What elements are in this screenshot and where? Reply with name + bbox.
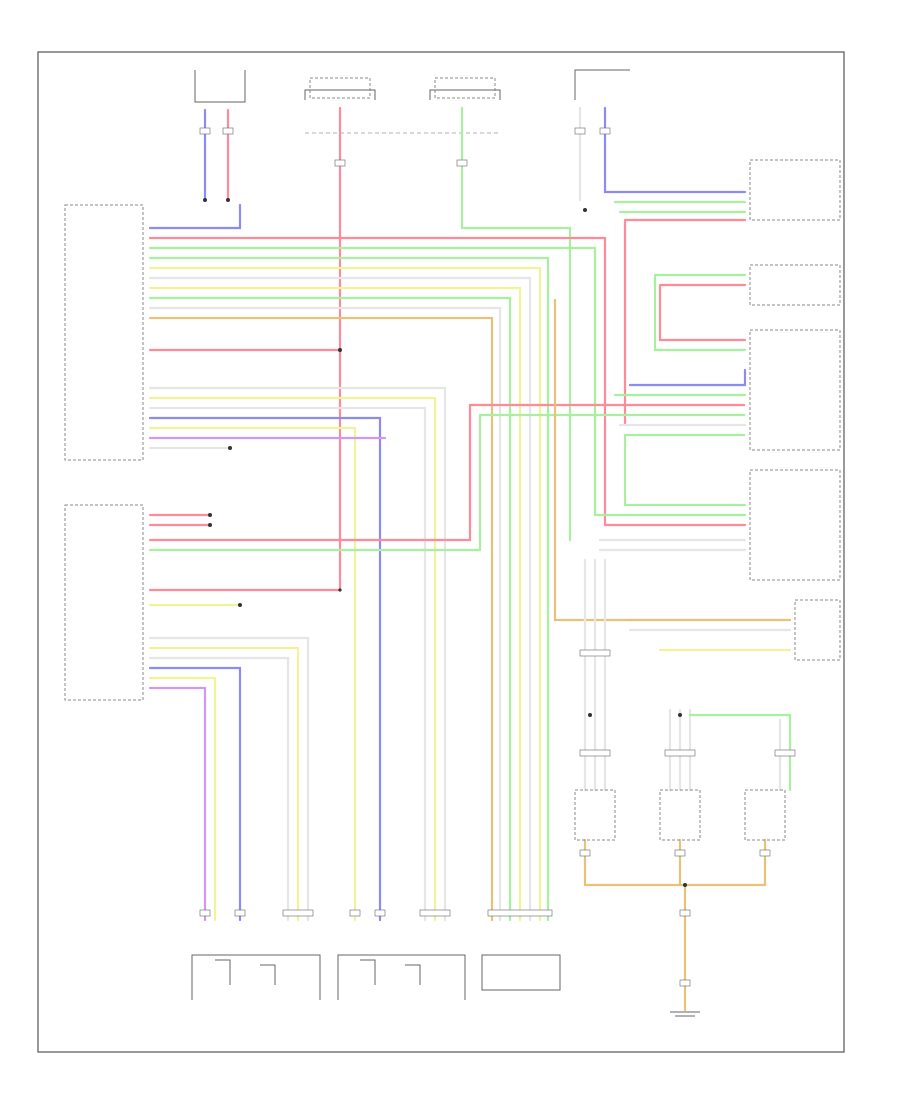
right-module-3 — [749, 329, 841, 451]
ecm-upper — [64, 204, 144, 461]
right-module-5 — [794, 599, 841, 661]
right-module-2 — [749, 264, 841, 306]
ground-symbol — [670, 1011, 700, 1017]
fuse-block-right — [429, 77, 501, 100]
splice-dots — [203, 198, 687, 887]
relay-boxes — [574, 789, 786, 841]
brake-light-switch — [574, 69, 630, 100]
right-module-1 — [749, 159, 841, 221]
pedal-sensor — [481, 954, 561, 991]
right-module-4 — [749, 469, 841, 581]
wire-group — [148, 106, 792, 1012]
sensor-mid — [337, 954, 466, 1000]
connectors — [199, 127, 796, 987]
fuse-block-left — [304, 77, 376, 100]
diagram-frame — [37, 51, 845, 1053]
sensor-left — [191, 954, 321, 1000]
top-component-left — [194, 70, 246, 103]
ecm-lower — [64, 504, 144, 701]
